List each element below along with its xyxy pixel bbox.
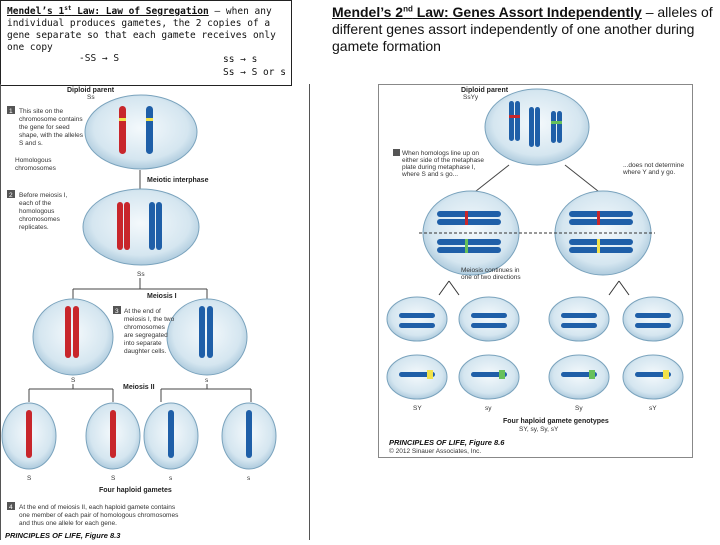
svg-text:2: 2 [9,192,13,199]
svg-text:Sy: Sy [575,405,583,412]
parent-genotype: Ss [87,94,95,101]
step1-text-2: When homologs line up on either side of … [401,150,484,178]
law-of-independent-assortment-title: Mendel’s 2nd Law: Genes Assort Independe… [332,4,716,55]
svg-text:s: s [247,475,251,482]
svg-text:each of the: each of the [19,200,52,207]
svg-text:meiosis I, the two: meiosis I, the two [124,316,175,323]
svg-text:1: 1 [9,108,13,115]
law2-body: – alleles of different genes assort inde… [332,4,713,54]
svg-text:When homologs line up on: When homologs line up on [402,150,479,157]
independent-assortment-figure: Diploid parent SsYy When homologs line u… [378,84,693,458]
four-haploid-label: Four haploid gametes [99,487,172,494]
example-homozygous-dominant: -SS → S [79,53,120,64]
svg-text:At the end of meiosis II, each: At the end of meiosis II, each haploid g… [19,504,176,511]
parent-label-2: Diploid parent [461,87,509,94]
meiosis2-label: Meiosis II [123,384,155,391]
svg-text:homologous: homologous [19,208,55,215]
replicated-cell [82,188,200,266]
svg-text:sy: sy [485,405,492,412]
chromosome-blue [146,106,153,154]
segregation-diagram: Diploid parent Ss 1 This site on the chr… [1,87,277,540]
svg-text:SY: SY [413,405,422,412]
meiotic-interphase-label: Meiotic interphase [147,177,209,184]
step1b-text-2: ...does not determine where Y and y go. [622,162,684,176]
step1-text: This site on the chromosome contains the… [19,108,84,147]
step3-text: At the end of meiosis I, the two chromos… [124,308,175,355]
svg-text:and thus one allele for each g: and thus one allele for each gene. [19,520,117,527]
chromosome-red [119,106,126,154]
ss-label: Ss [137,271,145,278]
svg-text:either side of the metaphase: either side of the metaphase [402,157,484,164]
example-recessive-heterozygous: ss → s Ss → S or s [223,54,286,78]
svg-text:sY: sY [649,405,657,412]
genotypes-list: SY, sy, Sy, sY [519,426,559,433]
step1-badge [7,106,15,114]
svg-text:Homologous: Homologous [15,157,52,164]
svg-text:shape, with the alleles: shape, with the alleles [19,132,84,139]
svg-text:replicates.: replicates. [19,224,49,231]
parent-genotype-2: SsYy [463,94,479,101]
figure-caption-left: PRINCIPLES OF LIFE, Figure 8.3 [5,531,121,540]
gamete-labels: S S s s [27,475,251,482]
svg-text:Meiosis continues in: Meiosis continues in [461,267,520,274]
parent-label: Diploid parent [67,87,115,94]
step3-badge [113,306,121,314]
law-of-segregation-box: Mendel’s 1st Law: Law of Segregation – w… [0,0,292,86]
step1-badge-2 [393,149,400,156]
copyright: © 2012 Sinauer Associates, Inc. [389,447,481,455]
law-of-segregation-text: Mendel’s 1st Law: Law of Segregation – w… [7,4,276,53]
homologous-label: Homologous chromosomes [15,157,57,172]
svg-text:At the end of: At the end of [124,308,161,315]
svg-text:S: S [71,377,76,384]
assortment-diagram: Diploid parent SsYy When homologs line u… [386,87,684,455]
gamete-cells-row [386,354,684,400]
svg-text:4: 4 [9,504,13,511]
svg-text:chromosomes: chromosomes [15,165,57,172]
step2-text: Before meiosis I, each of the homologous… [19,192,68,231]
svg-text:s: s [169,475,173,482]
step4-badge [7,502,15,510]
svg-text:chromosomes: chromosomes [19,216,61,223]
meiosis1-label: Meiosis I [147,293,177,300]
law1-body: when any individual produces gametes, th… [7,6,276,53]
svg-text:plate during metaphase I,: plate during metaphase I, [402,164,476,171]
svg-text:s: s [205,377,209,384]
law1-heading: Mendel’s 1st Law: Law of Segregation [7,4,209,17]
law2-heading: Mendel’s 2nd Law: Genes Assort Independe… [332,4,642,20]
svg-text:chromosome contains: chromosome contains [19,116,83,123]
svg-text:the gene for seed: the gene for seed [19,124,70,131]
gamete-genotype-labels: SY sy Sy sY [413,405,657,412]
svg-text:S: S [27,475,32,482]
step2-badge [7,190,15,198]
svg-text:where Y and y go.: where Y and y go. [622,169,675,176]
svg-text:...does not determine: ...does not determine [623,162,684,169]
svg-text:are segregated: are segregated [124,332,168,339]
segregation-figure: Diploid parent Ss 1 This site on the chr… [0,84,310,540]
step4-text: At the end of meiosis II, each haploid g… [19,504,179,527]
svg-text:This site on the: This site on the [19,108,63,115]
svg-text:into separate: into separate [124,340,162,347]
genotypes-title: Four haploid gamete genotypes [503,418,609,425]
svg-text:3: 3 [115,308,119,315]
svg-text:where S and s go...: where S and s go... [401,171,458,178]
svg-text:daughter cells.: daughter cells. [124,348,166,355]
svg-text:S: S [111,475,116,482]
svg-text:one of two directions: one of two directions [461,274,521,281]
svg-text:S and s.: S and s. [19,140,43,147]
svg-text:Before meiosis I,: Before meiosis I, [19,192,68,199]
svg-text:chromosomes: chromosomes [124,324,166,331]
parent-cell [84,94,198,170]
figure-caption-right: PRINCIPLES OF LIFE, Figure 8.6 [389,438,505,447]
continues-text: Meiosis continues in one of two directio… [461,267,521,281]
division-cells-row [386,296,684,342]
svg-text:one member of each pair of hom: one member of each pair of homologous ch… [19,512,179,519]
